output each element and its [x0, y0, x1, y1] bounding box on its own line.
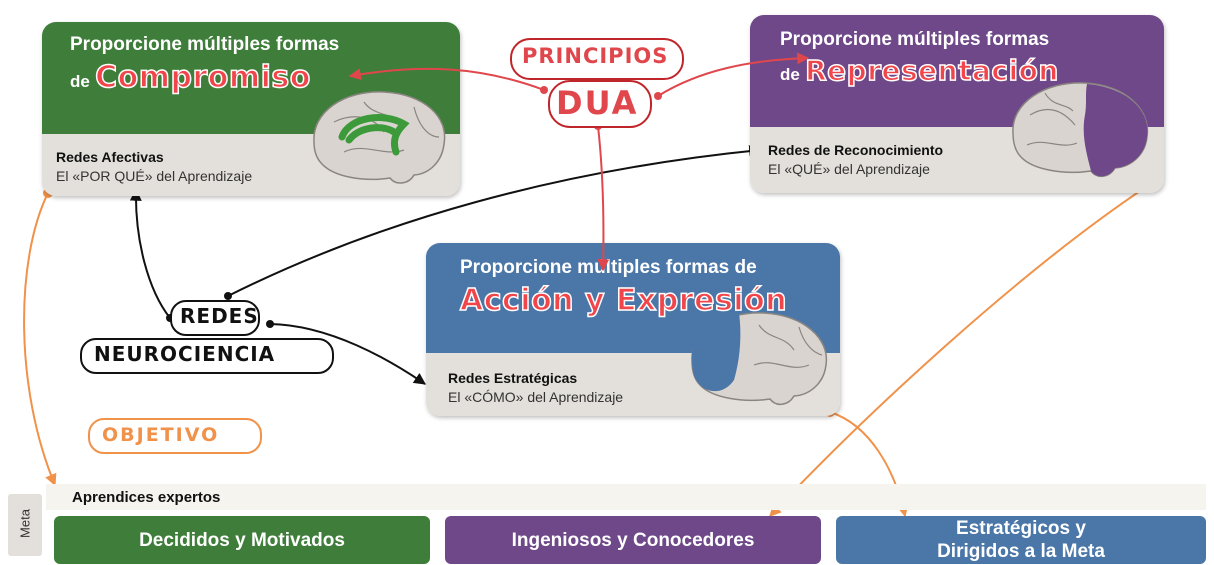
dua-badge: PRINCIPIOS DUA [510, 38, 684, 128]
goal-label: Decididos y Motivados [139, 529, 345, 551]
representation-network: Redes de Reconocimiento El «QUÉ» del Apr… [768, 141, 943, 179]
arrow-dot [654, 92, 662, 100]
brain-posterior-icon [1012, 82, 1149, 177]
keyword-compromiso: Compromiso [94, 59, 311, 96]
redes-label: REDES [180, 304, 259, 328]
goal-strip [46, 484, 1206, 510]
goal-ingeniosos-conocedores: Ingeniosos y Conocedores [445, 516, 821, 564]
engagement-heading: Proporcione múltiples formas de Compromi… [70, 34, 340, 96]
network-desc: El «CÓMO» del Aprendizaje [448, 389, 624, 405]
network-name: Redes Afectivas [56, 149, 164, 165]
brain-frontal-icon [691, 312, 828, 405]
goal-label-line2: Dirigidos a la Meta [937, 541, 1105, 562]
arrow-dua-to-representation [657, 52, 810, 97]
card-action: Proporcione múltiples formas de Acción y… [426, 243, 840, 416]
dua-label: DUA [556, 84, 639, 122]
arrow-redes-to-action [269, 323, 426, 385]
neurociencia-label: NEUROCIENCIA [94, 342, 276, 366]
arrow-dua-to-action [597, 125, 610, 272]
objetivo-badge: OBJETIVO [88, 418, 262, 454]
dua-bubble-bottom [548, 80, 652, 128]
arrow-dot [224, 292, 232, 300]
representation-heading: Proporcione múltiples formas de Represen… [780, 29, 1059, 88]
heading-line: Proporcione múltiples formas [780, 29, 1050, 50]
network-name: Redes de Reconocimiento [768, 142, 944, 158]
dua-bubble-top [510, 38, 684, 80]
card-representation: Proporcione múltiples formas de Represen… [750, 15, 1164, 193]
heading-line: Proporcione múltiples formas [70, 34, 340, 55]
goal-label: Ingeniosos y Conocedores [511, 529, 755, 551]
arrow-dot [540, 86, 548, 94]
arrow-redes-to-engagement [129, 188, 171, 319]
goal-heading: Aprendices expertos [72, 489, 221, 506]
meta-label: Meta [17, 509, 33, 538]
arrow-dua-to-engagement [348, 67, 545, 91]
brain-limbic-icon [313, 91, 446, 184]
principios-label: PRINCIPIOS [522, 44, 669, 68]
card-engagement: Proporcione múltiples formas de Compromi… [42, 22, 460, 196]
arrow-representation-to-goal [769, 182, 1153, 517]
engagement-network: Redes Afectivas El «POR QUÉ» del Aprendi… [56, 148, 252, 186]
network-desc: El «POR QUÉ» del Aprendizaje [56, 168, 253, 184]
goal-decididos-motivados: Decididos y Motivados [54, 516, 430, 564]
action-network: Redes Estratégicas El «CÓMO» del Aprendi… [448, 369, 623, 407]
heading-prefix: de [70, 72, 90, 91]
neuro-badge: REDES NEUROCIENCIA [80, 300, 340, 374]
arrow-engagement-to-goal [23, 192, 57, 487]
redes-bubble [170, 300, 260, 336]
keyword-accion-expresion: Acción y Expresión [459, 282, 788, 319]
heading-prefix: de [780, 65, 800, 84]
network-name: Redes Estratégicas [448, 370, 578, 386]
arrow-dot [266, 320, 274, 328]
goal-estrategicos-dirigidos: Estratégicos y Dirigidos a la Meta [836, 516, 1206, 564]
keyword-representacion: Representación [804, 53, 1059, 88]
arrow-redes-to-representation [227, 145, 762, 297]
network-desc: El «QUÉ» del Aprendizaje [768, 161, 930, 177]
objetivo-label: OBJETIVO [102, 424, 220, 446]
neuro-bubble [80, 338, 334, 374]
goal-side-tab: Meta [8, 494, 42, 556]
goal-label-line1: Estratégicos y [956, 518, 1086, 539]
